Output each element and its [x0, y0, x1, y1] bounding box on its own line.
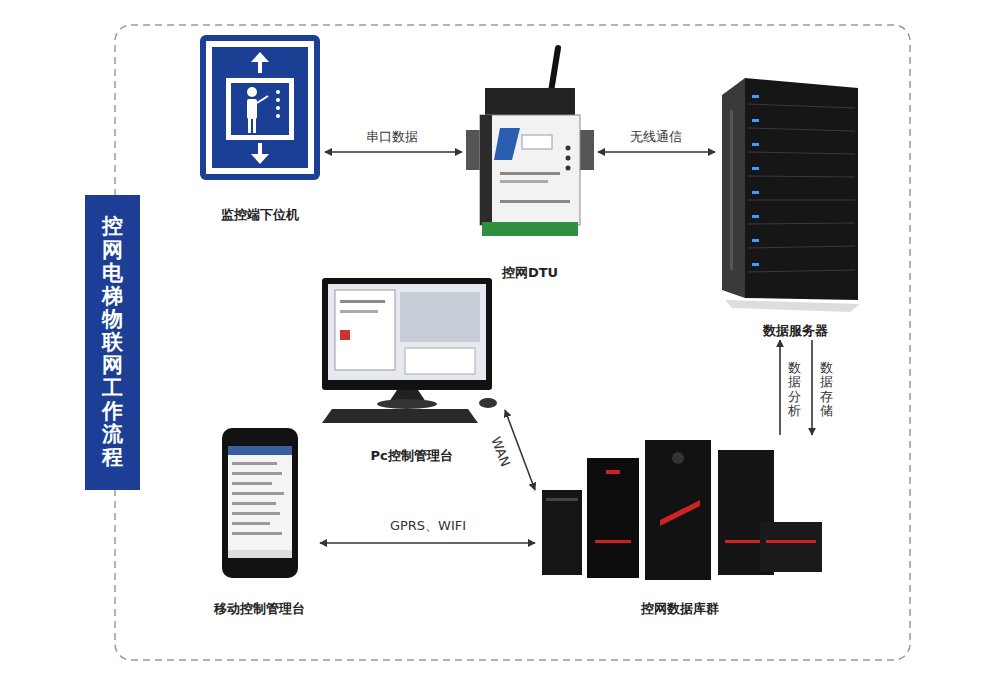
device-label: 移动控制管理台	[212, 601, 307, 618]
device-node: 监控端下位机	[195, 32, 325, 224]
device-label: 控网数据库群	[639, 601, 721, 618]
connector-arrow	[779, 340, 781, 435]
database-cluster	[542, 440, 822, 580]
connector-arrow	[811, 340, 813, 435]
elevator-icon	[200, 35, 320, 180]
device-label: 控网DTU	[500, 265, 560, 282]
device-node: 数据服务器	[715, 70, 875, 340]
mobile-phone	[222, 428, 298, 578]
edge-label: 数据存储	[820, 360, 833, 419]
device-node: 移动控制管理台	[198, 422, 320, 618]
device-label: Pc控制管理台	[368, 448, 454, 465]
connector-arrow	[325, 151, 462, 153]
device-label: 监控端下位机	[219, 207, 301, 224]
dtu-device	[466, 48, 594, 236]
edge-label: WAN	[486, 433, 513, 471]
device-node: Pc控制管理台	[318, 268, 505, 465]
connector-arrow	[598, 151, 715, 153]
edge-label: 无线通信	[628, 129, 684, 145]
title: 控网电梯物联网工作流程	[102, 215, 123, 469]
edge-label: 串口数据	[364, 129, 420, 145]
device-node: 控网DTU	[462, 42, 598, 282]
connector-arrow	[505, 410, 535, 490]
server-tower	[722, 78, 860, 312]
device-label: 数据服务器	[761, 323, 830, 340]
pc-monitor	[322, 278, 497, 423]
title-band: 控网电梯物联网工作流程	[85, 195, 140, 490]
device-node: 控网数据库群	[535, 435, 825, 618]
edge-label: GPRS、WIFI	[388, 518, 468, 534]
connector-arrow	[320, 542, 535, 544]
edge-label: 数据分析	[788, 360, 801, 419]
group-border	[115, 25, 910, 660]
